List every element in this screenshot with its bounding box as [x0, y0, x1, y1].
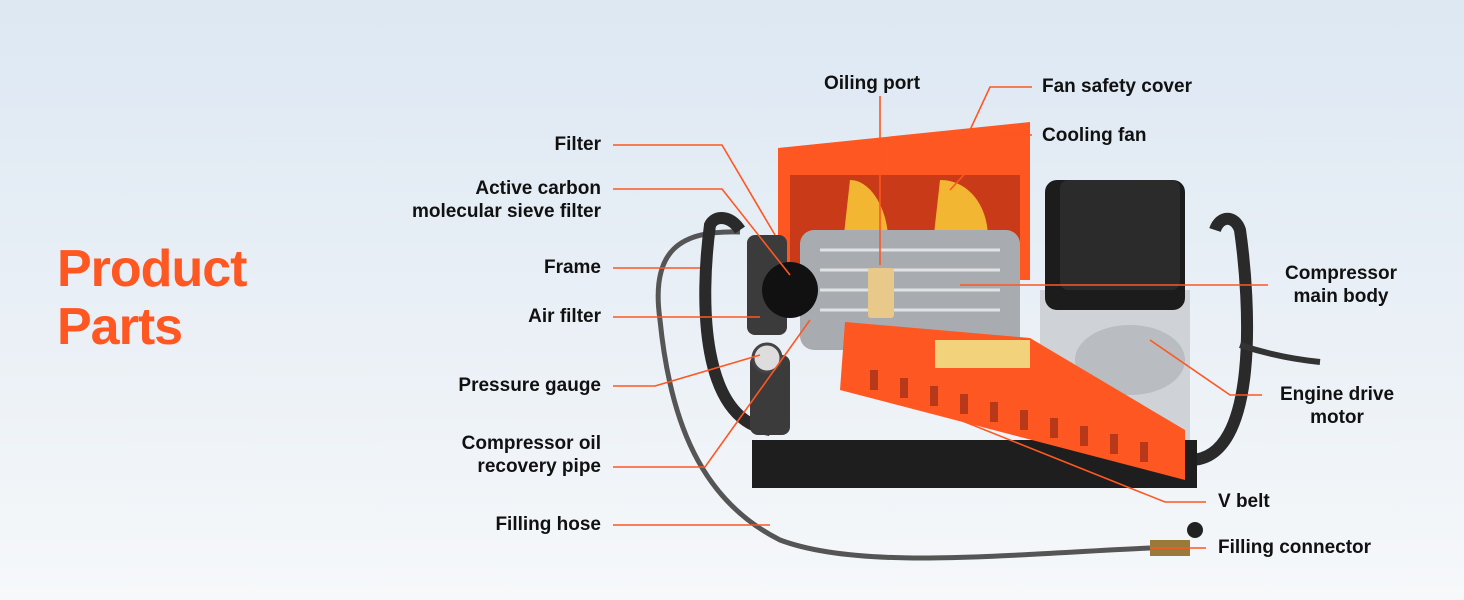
frame-shape	[699, 212, 772, 436]
leader-lines	[613, 86, 1268, 549]
label-fan-safety-cover: Fan safety cover	[1042, 76, 1192, 97]
label-compressor-main-body: Compressor main body	[1285, 263, 1397, 307]
filling-hose-shape	[655, 229, 1151, 561]
v-belt-guard-shape	[840, 322, 1185, 480]
label-engine-drive-motor: Engine drive motor	[1279, 384, 1395, 428]
page-title: Product Parts	[57, 240, 247, 356]
label-filling-connector: Filling connector	[1218, 537, 1372, 558]
label-cooling-fan: Cooling fan	[1042, 125, 1147, 146]
label-active-carbon-filter: Active carbon molecular sieve filter	[411, 178, 601, 222]
label-frame: Frame	[543, 257, 601, 278]
label-air-filter: Air filter	[528, 306, 601, 327]
label-oil-recovery-pipe: Compressor oil recovery pipe	[461, 433, 601, 477]
label-filter: Filter	[554, 134, 601, 155]
label-oiling-port: Oiling port	[823, 73, 921, 94]
label-pressure-gauge: Pressure gauge	[458, 375, 601, 396]
label-v-belt: V belt	[1218, 491, 1270, 512]
label-filling-hose: Filling hose	[495, 514, 601, 535]
